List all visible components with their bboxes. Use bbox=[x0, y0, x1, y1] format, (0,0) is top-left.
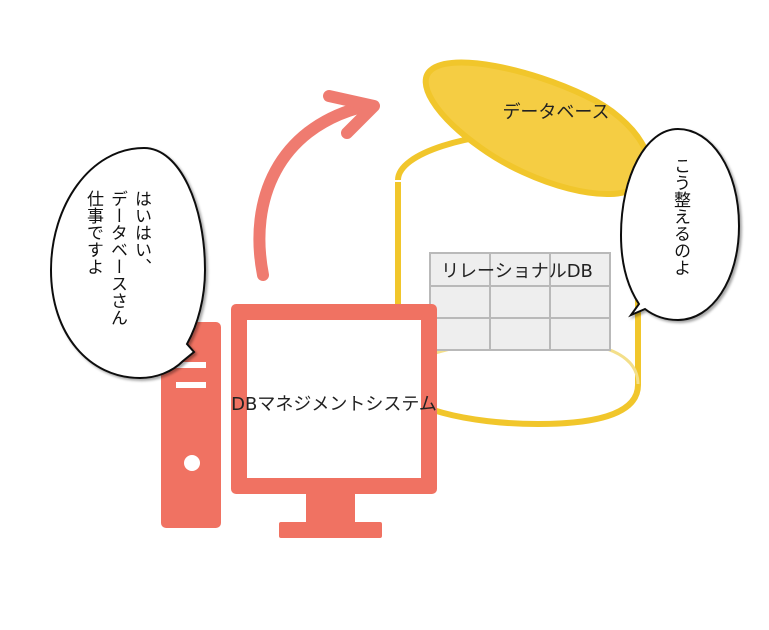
dbms-label: DBマネジメントシステム bbox=[231, 394, 437, 415]
speech-left-line1: はいはい、 bbox=[131, 190, 151, 275]
relational-db-label: リレーショナルDB bbox=[441, 261, 593, 282]
desktop-computer-icon: DBマネジメントシステム bbox=[231, 304, 437, 538]
speech-bubble-right: こう整えるのよ bbox=[619, 127, 741, 322]
relational-table-icon: リレーショナルDB bbox=[429, 252, 611, 351]
database-lid: データベース bbox=[422, 59, 652, 198]
speech-left-line2: データベースさん bbox=[107, 190, 127, 326]
speech-left-line3: 仕事ですよ bbox=[83, 190, 104, 275]
computer-tower bbox=[161, 322, 221, 528]
database-label: データベース bbox=[502, 102, 609, 123]
speech-bubble-left: はいはい、 データベースさん 仕事ですよ bbox=[49, 146, 207, 380]
curved-arrow-icon bbox=[253, 90, 380, 281]
speech-right-line1: こう整えるのよ bbox=[670, 157, 691, 276]
